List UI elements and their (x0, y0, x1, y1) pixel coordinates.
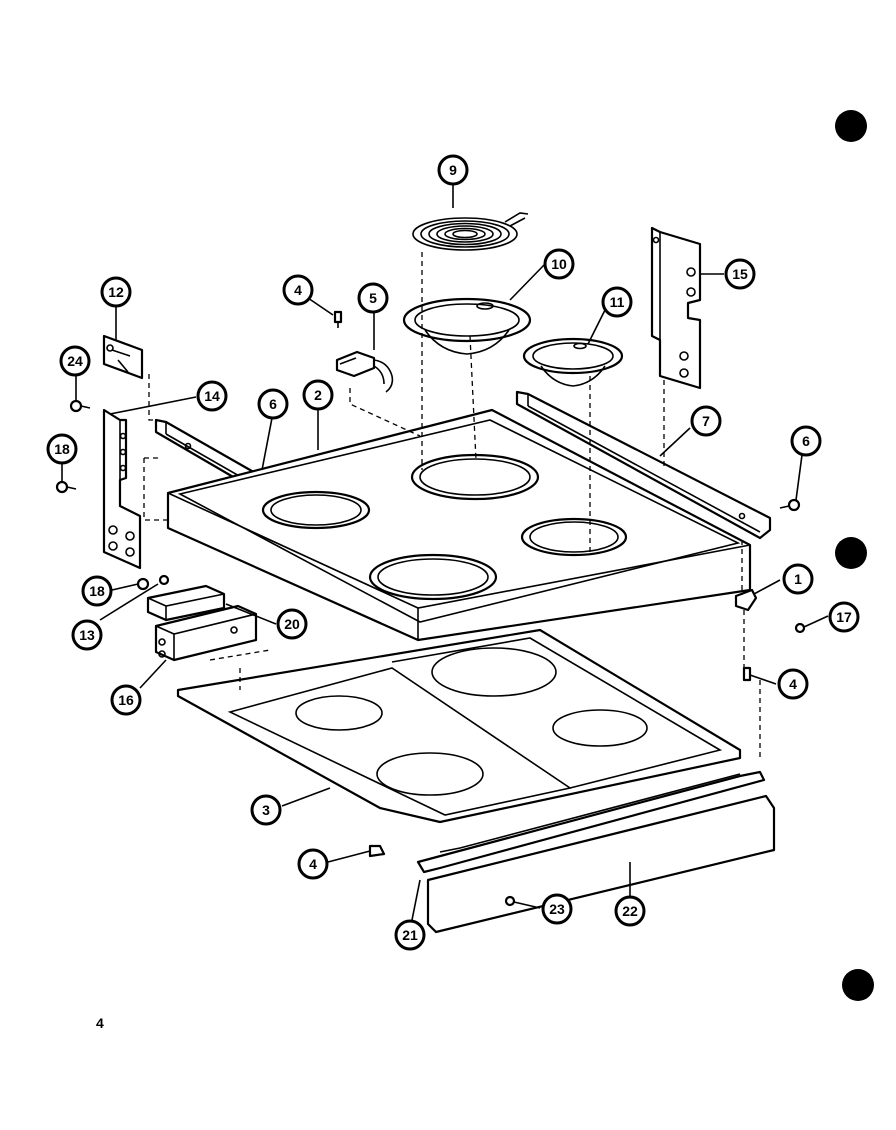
svg-text:18: 18 (54, 441, 70, 457)
trim-strip-right (515, 390, 772, 540)
side-bracket-left (102, 408, 142, 570)
callout-7: 7 (690, 405, 722, 437)
drip-bowl-small (522, 337, 624, 387)
terminal-blocks-left (136, 574, 258, 662)
svg-text:6: 6 (269, 396, 277, 412)
svg-text:5: 5 (369, 290, 377, 306)
svg-text:10: 10 (551, 256, 567, 272)
callout-3: 3 (250, 794, 282, 826)
screw-part-right (779, 498, 801, 512)
callout-13: 13 (71, 619, 103, 651)
cooktop-main-top (166, 408, 752, 642)
callout-4: 4 (282, 274, 314, 306)
callout-6-right: 6 (790, 425, 822, 457)
svg-text:4: 4 (789, 676, 797, 692)
svg-text:2: 2 (314, 387, 322, 403)
callout-2: 2 (302, 379, 334, 411)
svg-text:9: 9 (449, 162, 457, 178)
bracket-small-left (102, 334, 144, 380)
screw-parts-left (55, 399, 91, 494)
svg-text:1: 1 (794, 571, 802, 587)
callouts: 9 10 11 15 4 5 12 24 14 6 2 7 6 18 18 13… (46, 154, 860, 951)
terminal-block (333, 310, 394, 393)
svg-text:22: 22 (622, 903, 638, 919)
drip-bowl-large (402, 297, 532, 355)
svg-text:3: 3 (262, 802, 270, 818)
svg-text:6: 6 (802, 433, 810, 449)
callout-14: 14 (196, 380, 228, 412)
callout-18-lower: 18 (81, 575, 113, 607)
callout-5: 5 (357, 282, 389, 314)
svg-text:17: 17 (836, 609, 852, 625)
callout-17: 17 (828, 601, 860, 633)
assembly-dashed-lines (143, 252, 761, 760)
callout-18: 18 (46, 433, 78, 465)
svg-text:7: 7 (702, 413, 710, 429)
callout-4-front: 4 (297, 848, 329, 880)
leader-lines (61, 185, 829, 921)
callout-15: 15 (724, 258, 756, 290)
binder-hole-icon (835, 110, 874, 1001)
callout-10: 10 (543, 248, 575, 280)
cooktop-bottom-panel (176, 628, 742, 824)
svg-text:16: 16 (118, 692, 134, 708)
callout-11: 11 (601, 286, 633, 318)
screw-parts-front (368, 844, 516, 907)
callout-21: 21 (394, 919, 426, 951)
svg-text:4: 4 (294, 282, 302, 298)
callout-24: 24 (59, 345, 91, 377)
callout-9: 9 (437, 154, 469, 186)
callout-22: 22 (614, 895, 646, 927)
svg-text:4: 4 (309, 856, 317, 872)
svg-text:18: 18 (89, 583, 105, 599)
svg-text:21: 21 (402, 927, 418, 943)
callout-6: 6 (257, 388, 289, 420)
svg-text:15: 15 (732, 266, 748, 282)
callout-20: 20 (276, 608, 308, 640)
svg-text:14: 14 (204, 388, 220, 404)
front-trim (416, 770, 766, 874)
svg-text:24: 24 (67, 353, 83, 369)
surface-element-coil (412, 212, 529, 251)
callout-12: 12 (100, 276, 132, 308)
side-bracket-right (650, 226, 702, 390)
svg-text:12: 12 (108, 284, 124, 300)
svg-text:23: 23 (549, 901, 565, 917)
vent-grille (426, 794, 776, 934)
svg-text:20: 20 (284, 616, 300, 632)
callout-4-right: 4 (777, 668, 809, 700)
svg-text:11: 11 (610, 294, 625, 310)
callout-16: 16 (110, 684, 142, 716)
page-number: 4 (96, 1015, 104, 1031)
callout-23: 23 (541, 893, 573, 925)
svg-text:13: 13 (79, 627, 95, 643)
callout-1: 1 (782, 563, 814, 595)
bracket-right-small (734, 588, 806, 682)
